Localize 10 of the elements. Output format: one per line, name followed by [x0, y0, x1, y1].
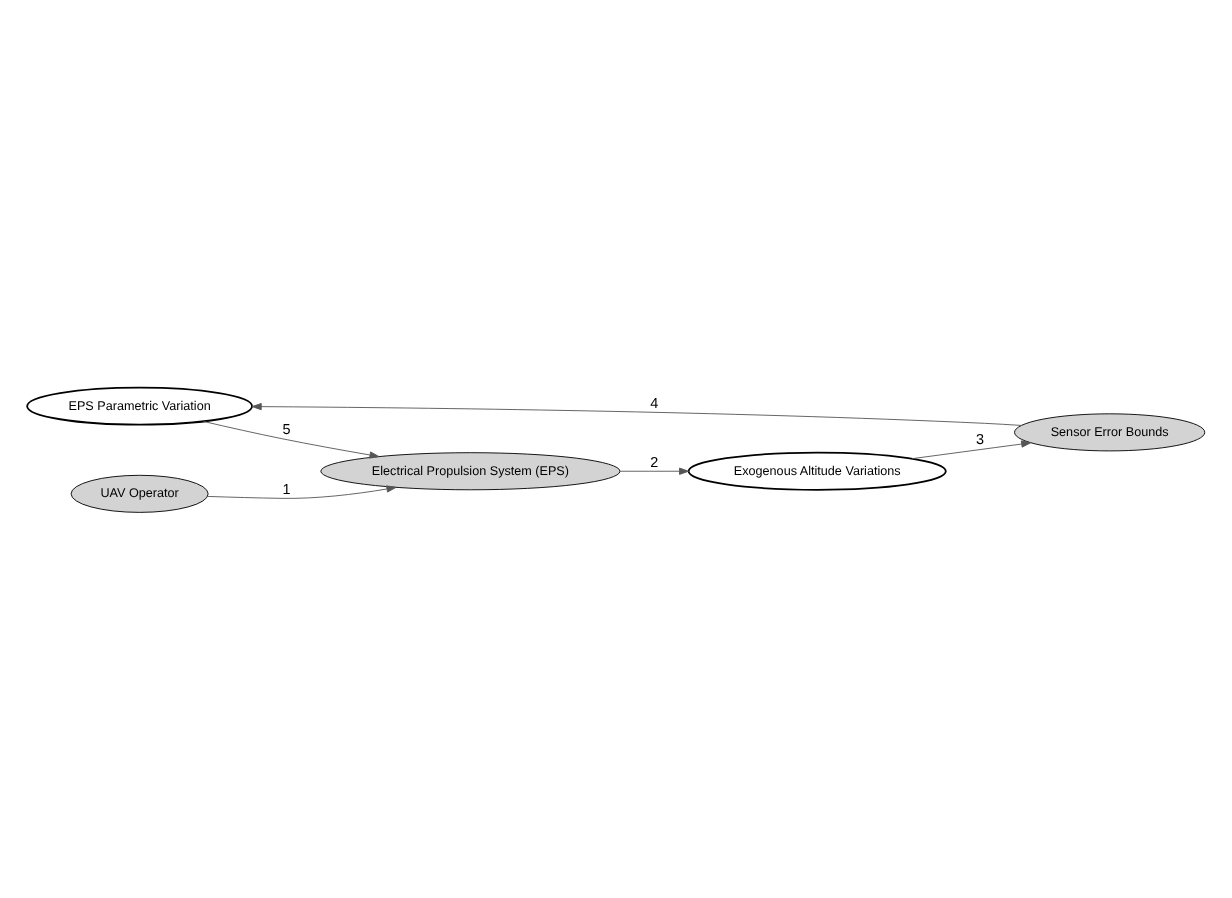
arrow — [911, 439, 1032, 459]
edge-label: 4 — [650, 392, 659, 411]
edge-label: 1 — [282, 478, 291, 497]
edge-label: 5 — [282, 418, 291, 437]
arrow — [206, 484, 397, 498]
arrow — [619, 466, 689, 474]
edge-label: 2 — [650, 451, 659, 470]
arrow — [203, 420, 380, 458]
edge-label: 3 — [976, 428, 985, 447]
arrow — [251, 402, 1022, 425]
